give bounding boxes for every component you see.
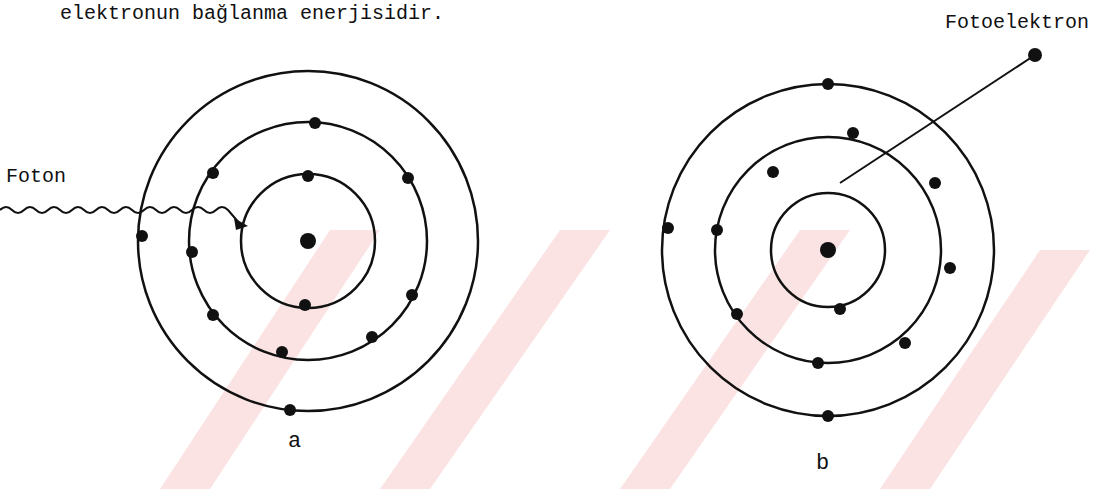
atom-b-shells [662,84,994,416]
figure-letter: b [816,452,829,476]
atom-b-particles [662,78,956,422]
photon-wave [0,207,240,224]
photoelectron-path [840,55,1035,183]
atom-a-particles [136,117,418,416]
photoelectron-label: Fotoelektron [945,12,1089,34]
photoelectron [1028,48,1042,62]
figure-letter: a [288,430,301,454]
photon-label: Foton [6,166,66,188]
atom-a-shells [138,71,478,411]
photon-arrowhead [234,218,248,230]
cut-caption-text: elektronun bağlanma enerjisidir. [60,3,444,25]
